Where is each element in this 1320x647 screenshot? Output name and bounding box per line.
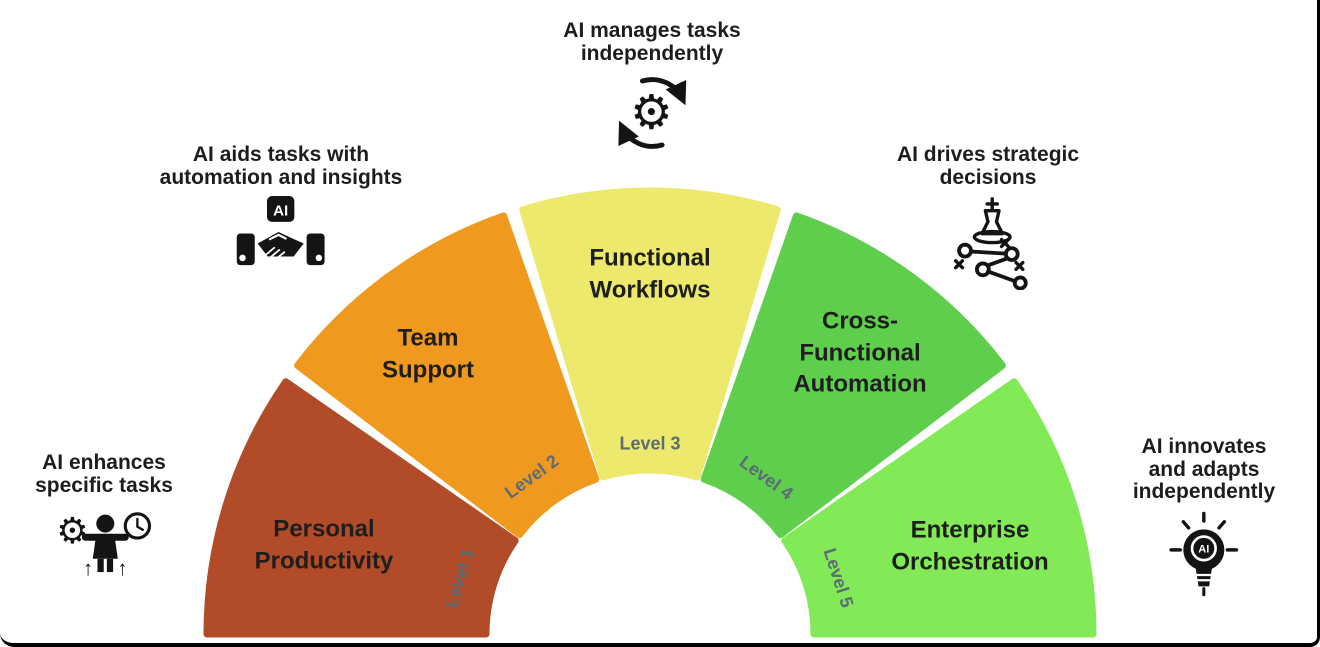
level-badge-3: Level 3: [619, 433, 681, 454]
wedge-label-enterprise-orchestration: Enterprise Orchestration: [891, 516, 1049, 575]
svg-text:↑: ↑: [83, 559, 93, 577]
annotation-text: AI aids tasks with automation and insigh…: [159, 143, 403, 189]
wedge-level-2: [294, 212, 600, 539]
svg-text:AI: AI: [273, 203, 288, 220]
ai-handshake-icon: AI: [237, 196, 325, 266]
annotation-level-1: AI enhances specific tasks ⚙ ↑ ↑: [35, 451, 173, 577]
wedge-level-4: [700, 212, 1006, 539]
wedge-label-cross-functional-automation: Cross- Functional Automation: [793, 307, 927, 398]
annotation-level-2: AI aids tasks with automation and insigh…: [159, 143, 403, 268]
person-gear-clock-icon: ⚙ ↑ ↑: [56, 510, 151, 577]
annotation-level-3: AI manages tasks independently ⚙: [563, 19, 741, 154]
annotation-text: AI drives strategic decisions: [896, 143, 1080, 189]
wedge-level-5: [781, 378, 1097, 638]
svg-text:⚙: ⚙: [56, 510, 88, 551]
svg-text:↑: ↑: [117, 559, 127, 577]
chess-strategy-icon: [954, 197, 1028, 291]
sync-gear-icon: ⚙: [618, 77, 686, 150]
ai-lightbulb-icon: AI: [1169, 511, 1239, 597]
wedge-level-1: [203, 378, 519, 638]
svg-text:AI: AI: [1198, 544, 1209, 556]
wedge-level-3: [519, 187, 781, 481]
svg-text:⚙: ⚙: [630, 87, 673, 140]
wedge-label-team-support: Team Support: [382, 324, 474, 383]
wedge-label-personal-productivity: Personal Productivity: [254, 515, 394, 574]
annotation-level-4: AI drives strategic decisions: [896, 143, 1080, 291]
annotation-text: AI enhances specific tasks: [35, 451, 173, 497]
annotation-text: AI innovates and adapts independently: [1132, 435, 1276, 504]
annotation-level-5: AI innovates and adapts independently AI: [1132, 435, 1276, 607]
wedge-label-functional-workflows: Functional Workflows: [589, 244, 711, 303]
annotation-text: AI manages tasks independently: [563, 19, 741, 65]
